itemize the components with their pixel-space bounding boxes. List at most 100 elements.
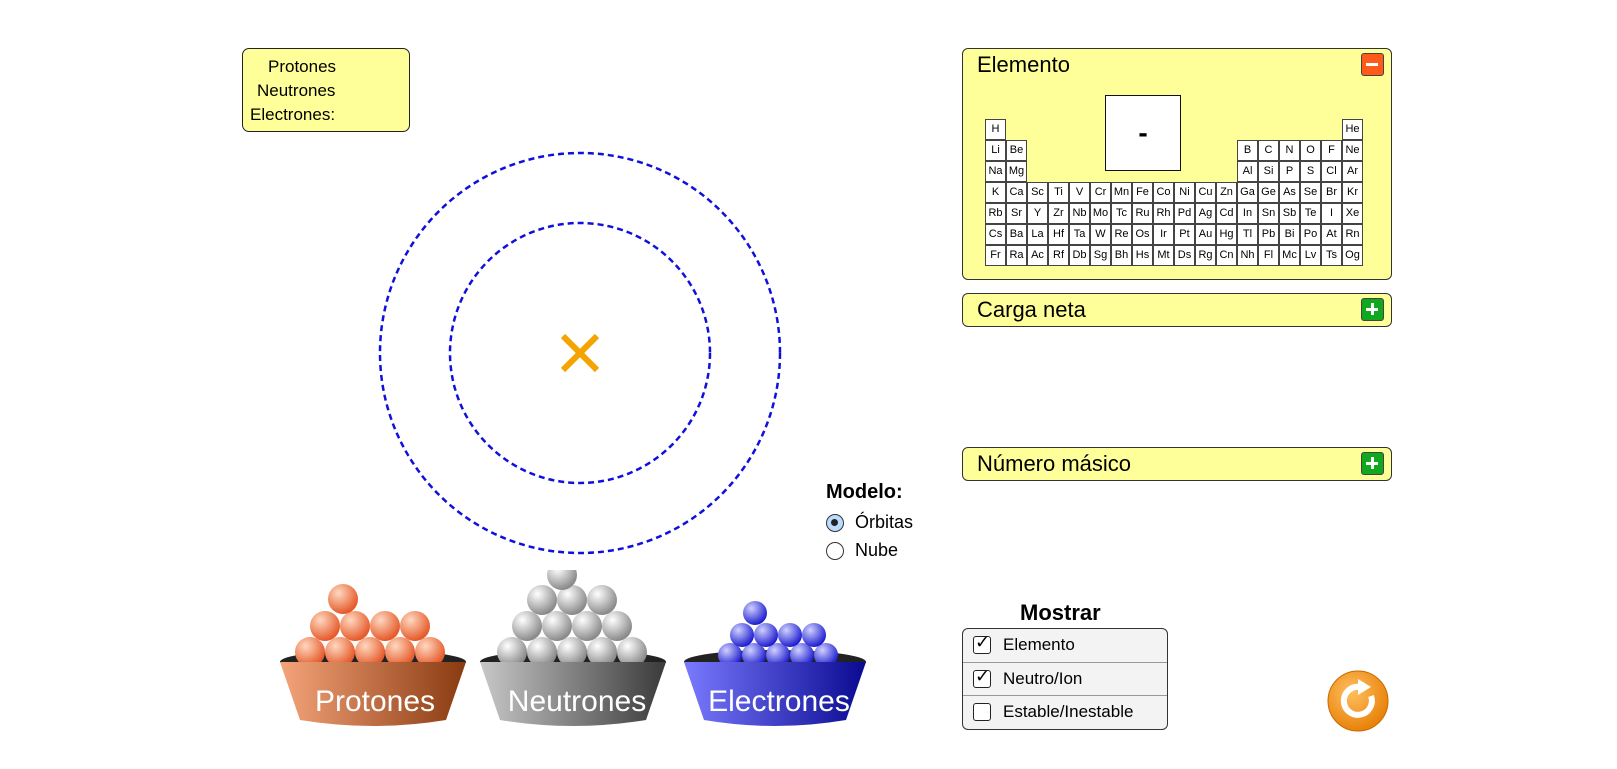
element-cell-zr[interactable]: Zr: [1048, 203, 1069, 224]
radio-icon[interactable]: [826, 542, 844, 561]
element-cell-lv[interactable]: Lv: [1300, 245, 1321, 266]
element-cell-xe[interactable]: Xe: [1342, 203, 1363, 224]
element-cell-rh[interactable]: Rh: [1153, 203, 1174, 224]
element-cell-kr[interactable]: Kr: [1342, 182, 1363, 203]
element-cell-se[interactable]: Se: [1300, 182, 1321, 203]
element-cell-cl[interactable]: Cl: [1321, 161, 1342, 182]
checkbox-checked-icon[interactable]: ✓: [973, 666, 991, 688]
element-cell-rn[interactable]: Rn: [1342, 224, 1363, 245]
element-cell-as[interactable]: As: [1279, 182, 1300, 203]
element-cell-ra[interactable]: Ra: [1006, 245, 1027, 266]
radio-selected-icon[interactable]: [826, 514, 844, 533]
checkbox-checked-icon[interactable]: ✓: [973, 632, 991, 654]
element-cell-au[interactable]: Au: [1195, 224, 1216, 245]
element-cell-cn[interactable]: Cn: [1216, 245, 1237, 266]
element-cell-rg[interactable]: Rg: [1195, 245, 1216, 266]
element-cell-pd[interactable]: Pd: [1174, 203, 1195, 224]
element-cell-f[interactable]: F: [1321, 140, 1342, 161]
element-cell-br[interactable]: Br: [1321, 182, 1342, 203]
element-cell-w[interactable]: W: [1090, 224, 1111, 245]
element-cell-h[interactable]: H: [985, 119, 1006, 140]
element-cell-mg[interactable]: Mg: [1006, 161, 1027, 182]
element-cell-rb[interactable]: Rb: [985, 203, 1006, 224]
element-cell-ts[interactable]: Ts: [1321, 245, 1342, 266]
reset-button[interactable]: [1327, 670, 1389, 732]
element-cell-te[interactable]: Te: [1300, 203, 1321, 224]
element-cell-ar[interactable]: Ar: [1342, 161, 1363, 182]
element-cell-bh[interactable]: Bh: [1111, 245, 1132, 266]
element-cell-na[interactable]: Na: [985, 161, 1006, 182]
element-cell-be[interactable]: Be: [1006, 140, 1027, 161]
element-cell-hg[interactable]: Hg: [1216, 224, 1237, 245]
element-cell-rf[interactable]: Rf: [1048, 245, 1069, 266]
element-cell-la[interactable]: La: [1027, 224, 1048, 245]
element-cell-ni[interactable]: Ni: [1174, 182, 1195, 203]
element-cell-p[interactable]: P: [1279, 161, 1300, 182]
element-cell-ir[interactable]: Ir: [1153, 224, 1174, 245]
element-cell-re[interactable]: Re: [1111, 224, 1132, 245]
element-cell-ds[interactable]: Ds: [1174, 245, 1195, 266]
element-cell-db[interactable]: Db: [1069, 245, 1090, 266]
element-cell-cr[interactable]: Cr: [1090, 182, 1111, 203]
element-cell-tc[interactable]: Tc: [1111, 203, 1132, 224]
element-cell-b[interactable]: B: [1237, 140, 1258, 161]
element-cell-y[interactable]: Y: [1027, 203, 1048, 224]
atom-orbits-view[interactable]: [360, 145, 800, 565]
element-cell-co[interactable]: Co: [1153, 182, 1174, 203]
element-cell-nh[interactable]: Nh: [1237, 245, 1258, 266]
element-cell-ca[interactable]: Ca: [1006, 182, 1027, 203]
protons-bucket[interactable]: [280, 584, 466, 726]
neutrons-bucket[interactable]: [480, 570, 666, 726]
element-cell-cu[interactable]: Cu: [1195, 182, 1216, 203]
element-cell-ac[interactable]: Ac: [1027, 245, 1048, 266]
element-cell-sn[interactable]: Sn: [1258, 203, 1279, 224]
element-cell-ge[interactable]: Ge: [1258, 182, 1279, 203]
element-cell-sg[interactable]: Sg: [1090, 245, 1111, 266]
show-option-neutro-ion[interactable]: ✓ Neutro/Ion: [963, 662, 1167, 695]
element-cell-po[interactable]: Po: [1300, 224, 1321, 245]
element-cell-tl[interactable]: Tl: [1237, 224, 1258, 245]
collapse-element-button[interactable]: [1361, 53, 1384, 76]
element-cell-v[interactable]: V: [1069, 182, 1090, 203]
element-cell-mo[interactable]: Mo: [1090, 203, 1111, 224]
expand-net-charge-button[interactable]: [1361, 298, 1384, 321]
element-cell-fl[interactable]: Fl: [1258, 245, 1279, 266]
element-cell-ag[interactable]: Ag: [1195, 203, 1216, 224]
element-cell-hs[interactable]: Hs: [1132, 245, 1153, 266]
element-cell-si[interactable]: Si: [1258, 161, 1279, 182]
electrons-bucket[interactable]: [684, 601, 866, 726]
element-cell-mt[interactable]: Mt: [1153, 245, 1174, 266]
show-option-estable-inestable[interactable]: Estable/Inestable: [963, 695, 1167, 728]
element-cell-ne[interactable]: Ne: [1342, 140, 1363, 161]
element-cell-ru[interactable]: Ru: [1132, 203, 1153, 224]
element-cell-li[interactable]: Li: [985, 140, 1006, 161]
element-cell-c[interactable]: C: [1258, 140, 1279, 161]
model-option-nube[interactable]: Nube: [826, 540, 898, 561]
element-cell-pb[interactable]: Pb: [1258, 224, 1279, 245]
element-cell-ti[interactable]: Ti: [1048, 182, 1069, 203]
element-cell-at[interactable]: At: [1321, 224, 1342, 245]
show-option-elemento[interactable]: ✓ Elemento: [963, 629, 1167, 662]
element-cell-sr[interactable]: Sr: [1006, 203, 1027, 224]
element-cell-ta[interactable]: Ta: [1069, 224, 1090, 245]
element-cell-pt[interactable]: Pt: [1174, 224, 1195, 245]
element-cell-o[interactable]: O: [1300, 140, 1321, 161]
element-cell-sc[interactable]: Sc: [1027, 182, 1048, 203]
element-cell-k[interactable]: K: [985, 182, 1006, 203]
element-cell-fr[interactable]: Fr: [985, 245, 1006, 266]
element-cell-hf[interactable]: Hf: [1048, 224, 1069, 245]
element-cell-bi[interactable]: Bi: [1279, 224, 1300, 245]
element-cell-os[interactable]: Os: [1132, 224, 1153, 245]
checkbox-icon[interactable]: [973, 703, 991, 721]
element-cell-ba[interactable]: Ba: [1006, 224, 1027, 245]
element-cell-mc[interactable]: Mc: [1279, 245, 1300, 266]
element-cell-i[interactable]: I: [1321, 203, 1342, 224]
model-option-orbitas[interactable]: Órbitas: [826, 512, 913, 533]
element-cell-he[interactable]: He: [1342, 119, 1363, 140]
element-cell-cd[interactable]: Cd: [1216, 203, 1237, 224]
element-cell-cs[interactable]: Cs: [985, 224, 1006, 245]
element-cell-sb[interactable]: Sb: [1279, 203, 1300, 224]
element-cell-ga[interactable]: Ga: [1237, 182, 1258, 203]
element-cell-n[interactable]: N: [1279, 140, 1300, 161]
element-cell-mn[interactable]: Mn: [1111, 182, 1132, 203]
